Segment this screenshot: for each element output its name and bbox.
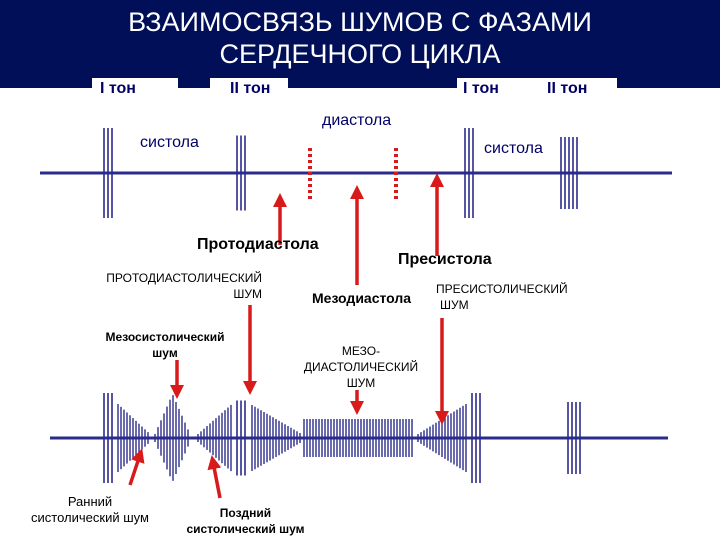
- title-line-1: ВЗАИМОСВЯЗЬ ШУМОВ С ФАЗАМИ: [128, 7, 592, 37]
- protodiastolic-murmur-caption: ПРОТОДИАСТОЛИЧЕСКИЙ ШУМ: [106, 271, 262, 301]
- mesosystolic-murmur-wave: [154, 395, 189, 481]
- early-systolic-murmur-caption: Ранний систолический шум: [31, 494, 149, 525]
- label-protodiastole: Протодиастола: [197, 236, 319, 253]
- label-presystole: Пресистола: [398, 251, 492, 268]
- arrow-early-systolic-murmur: [128, 448, 145, 486]
- tone-label-2: II тон: [210, 78, 288, 100]
- title-line-2: СЕРДЕЧНОГО ЦИКЛА: [219, 39, 501, 69]
- dotted-markers: [308, 148, 398, 200]
- late-systolic-murmur-caption: Поздний систолический шум: [186, 506, 305, 536]
- tone-label-3: I тон II тон: [457, 78, 617, 100]
- presystolic-murmur-wave: [417, 404, 467, 472]
- protodiastolic-murmur-wave: [251, 405, 301, 471]
- arrow-late-systolic-murmur: [207, 455, 222, 499]
- mesodiastolic-murmur-wave: [303, 419, 413, 457]
- header-band: [0, 0, 720, 88]
- upper-heart-tones: [103, 128, 578, 218]
- presystolic-murmur-caption: ПРЕСИСТОЛИЧЕСКИЙ ШУМ: [436, 282, 568, 312]
- label-systole-2: систола: [484, 140, 543, 157]
- page-title: ВЗАИМОСВЯЗЬ ШУМОВ С ФАЗАМИ СЕРДЕЧНОГО ЦИ…: [0, 6, 720, 70]
- mesosystolic-murmur-caption: Мезосистолический шум: [105, 330, 225, 360]
- label-systole-1: систола: [140, 134, 199, 151]
- late-systolic-murmur-wave: [197, 404, 232, 472]
- arrows: [128, 173, 449, 499]
- label-diastole: диастола: [322, 112, 392, 129]
- mesodiastolic-murmur-caption: МЕЗО- ДИАСТОЛИЧЕСКИЙ ШУМ: [303, 344, 419, 390]
- tone-label-4: II тон: [547, 80, 588, 97]
- tone-label-1: I тон: [92, 78, 178, 100]
- lower-heart-tones: [103, 393, 581, 483]
- label-mesodiastole: Мезодиастола: [312, 290, 412, 306]
